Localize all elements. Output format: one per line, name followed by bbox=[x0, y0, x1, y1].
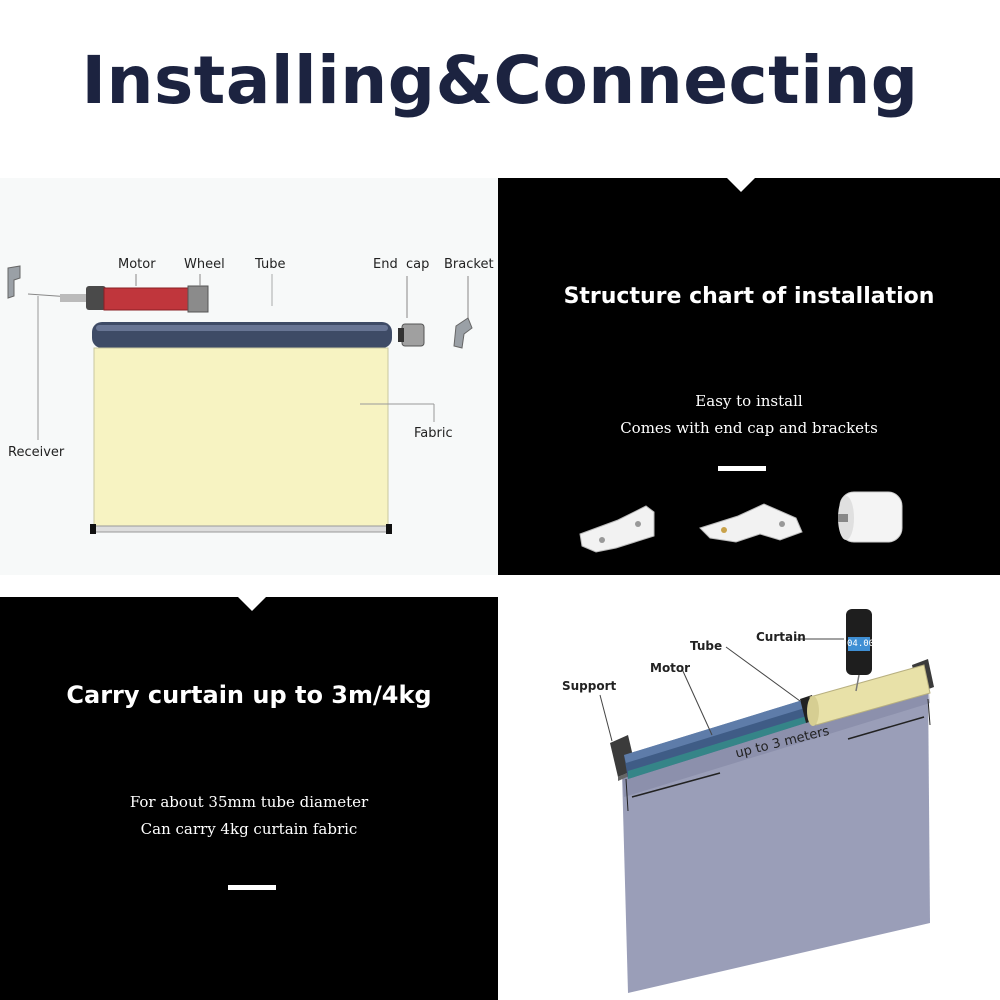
divider-dash bbox=[228, 885, 276, 890]
structure-line-2: Comes with end cap and brackets bbox=[620, 419, 878, 437]
carry-panel: Carry curtain up to 3m/4kg For about 35m… bbox=[0, 597, 498, 1000]
bracket-icon bbox=[579, 505, 655, 553]
label-fabric: Fabric bbox=[414, 426, 453, 441]
structure-heading: Structure chart of installation bbox=[563, 284, 935, 309]
scale-reading: 04.00 bbox=[847, 639, 875, 649]
panel-notch bbox=[238, 597, 266, 611]
carry-line-2: Can carry 4kg curtain fabric bbox=[140, 820, 358, 838]
panel-notch bbox=[727, 178, 755, 192]
label-wheel: Wheel bbox=[184, 257, 225, 272]
label-tube: Tube bbox=[690, 639, 723, 653]
left-bracket-icon bbox=[7, 265, 21, 299]
label-motor: Motor bbox=[118, 257, 156, 272]
label-bracket: Bracket bbox=[444, 257, 494, 272]
accessories-illustration bbox=[579, 491, 903, 553]
label-motor: Motor bbox=[650, 661, 691, 675]
divider-dash bbox=[718, 466, 766, 471]
label-tube: Tube bbox=[255, 257, 286, 272]
installation-diagram-panel: Motor Wheel Tube End cap Bracket Receive… bbox=[0, 178, 498, 575]
motor-icon bbox=[60, 285, 209, 313]
carry-heading: Carry curtain up to 3m/4kg bbox=[66, 681, 432, 709]
installation-diagram bbox=[7, 265, 473, 534]
curtain-scene bbox=[599, 609, 934, 993]
label-support: Support bbox=[562, 679, 617, 693]
curtain-scene-panel: Support Motor Tube Curtain up to 3 meter… bbox=[500, 583, 1000, 1000]
scale-icon bbox=[846, 609, 872, 692]
page-title: Installing&Connecting bbox=[81, 42, 919, 119]
structure-panel: Structure chart of installation Easy to … bbox=[498, 178, 1000, 575]
structure-line-1: Easy to install bbox=[695, 392, 803, 410]
end-cap-icon bbox=[398, 323, 425, 347]
label-receiver: Receiver bbox=[8, 445, 65, 460]
right-bracket-icon bbox=[453, 317, 473, 349]
tube-icon bbox=[624, 699, 812, 779]
carry-line-1: For about 35mm tube diameter bbox=[129, 793, 369, 811]
curtain-roll-icon bbox=[807, 664, 931, 726]
bracket-icon bbox=[699, 503, 803, 543]
label-curtain: Curtain bbox=[756, 630, 806, 644]
end-cap-icon bbox=[838, 491, 903, 543]
label-end-cap: End cap bbox=[373, 257, 430, 272]
